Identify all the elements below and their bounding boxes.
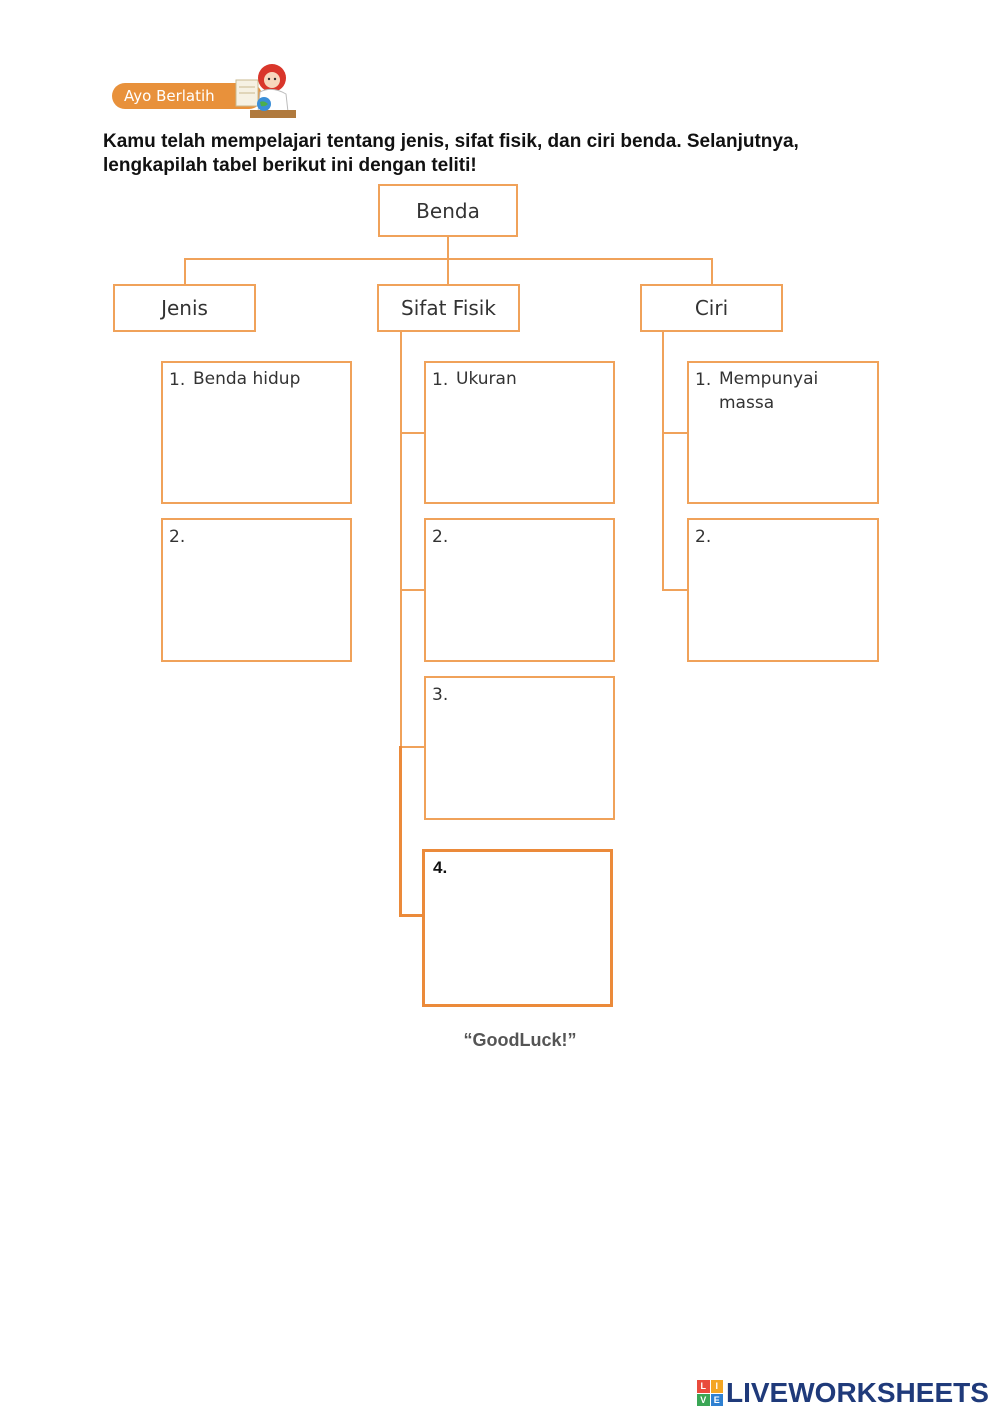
ciri-answer-box-1[interactable]: 1. Mempunyai massa xyxy=(687,361,879,504)
item-text: Benda hidup xyxy=(193,369,301,389)
item-number: 1. xyxy=(169,370,186,390)
category-box-sifat-fisik: Sifat Fisik xyxy=(377,284,520,332)
sifat-branch-1 xyxy=(400,432,425,434)
sifat-branch-4 xyxy=(399,914,424,917)
item-number: 2. xyxy=(695,527,712,547)
item-number: 1. xyxy=(695,370,712,390)
root-label: Benda xyxy=(416,198,480,223)
sifat-answer-box-3[interactable]: 3. xyxy=(424,676,615,820)
item-text: Mempunyai massa xyxy=(719,369,819,413)
category-label-jenis: Jenis xyxy=(161,296,208,320)
item-number: 4. xyxy=(433,858,448,877)
student-mascot-icon xyxy=(230,60,300,131)
sifat-branch-3 xyxy=(400,746,425,748)
goodluck-text: “GoodLuck!” xyxy=(463,1030,577,1050)
instruction-text: Kamu telah mempelajari tentang jenis, si… xyxy=(103,131,799,176)
jenis-answer-box-1[interactable]: 1. Benda hidup xyxy=(161,361,352,504)
ciri-branch-2 xyxy=(662,589,688,591)
connector-sifat xyxy=(447,258,449,285)
badge-label: Ayo Berlatih xyxy=(124,87,215,105)
liveworksheets-watermark: L I V E LIVEWORKSHEETS xyxy=(697,1377,989,1409)
ciri-branch-vertical xyxy=(662,331,664,591)
category-label-ciri: Ciri xyxy=(694,296,729,320)
item-number: 2. xyxy=(432,527,449,547)
sifat-branch-vertical-extension xyxy=(399,746,402,916)
category-box-jenis: Jenis xyxy=(113,284,256,332)
connector-root-down xyxy=(447,236,449,260)
sifat-branch-vertical xyxy=(400,331,402,748)
category-label-sifat-fisik: Sifat Fisik xyxy=(401,296,496,320)
sifat-branch-2 xyxy=(400,589,425,591)
connector-jenis xyxy=(184,258,186,285)
item-text: Ukuran xyxy=(456,369,517,389)
category-box-ciri: Ciri xyxy=(640,284,783,332)
sifat-answer-box-2[interactable]: 2. xyxy=(424,518,615,662)
sifat-answer-box-1[interactable]: 1. Ukuran xyxy=(424,361,615,504)
brand-name: LIVEWORKSHEETS xyxy=(726,1377,989,1408)
item-number: 1. xyxy=(432,370,449,390)
liveworksheets-logo-icon: L I V E xyxy=(697,1380,723,1406)
sifat-answer-box-4[interactable]: 4. xyxy=(422,849,613,1007)
ciri-answer-box-2[interactable]: 2. xyxy=(687,518,879,662)
item-number: 2. xyxy=(169,527,186,547)
ciri-branch-1 xyxy=(662,432,688,434)
connector-ciri xyxy=(711,258,713,285)
item-number: 3. xyxy=(432,685,449,705)
jenis-answer-box-2[interactable]: 2. xyxy=(161,518,352,662)
root-box-benda: Benda xyxy=(378,184,518,237)
